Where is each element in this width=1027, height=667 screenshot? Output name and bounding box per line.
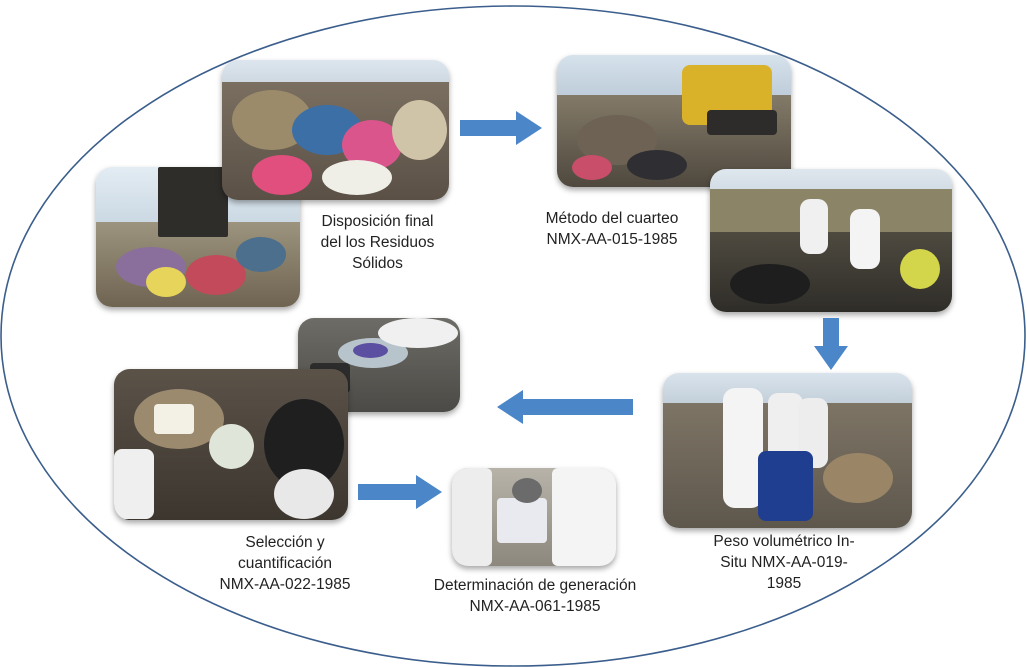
arrow-right-top bbox=[460, 111, 542, 145]
caption-cuarteo: Método del cuarteo NMX-AA-015-1985 bbox=[545, 210, 679, 248]
photo-workers-landfill bbox=[710, 169, 952, 312]
photo-bulldozer bbox=[557, 55, 791, 187]
arrow-right-bottom bbox=[358, 475, 442, 509]
caption-disposicion: Disposición final del los Residuos Sólid… bbox=[320, 213, 435, 272]
arrow-left-middle bbox=[497, 390, 633, 424]
photo-sorting bbox=[114, 369, 348, 520]
photo-recording bbox=[452, 468, 616, 566]
caption-seleccion: Selección y cuantificación NMX-AA-022-19… bbox=[219, 534, 351, 593]
photo-disposal-pile bbox=[222, 60, 449, 200]
caption-peso: Peso volumétrico In- Situ NMX-AA-019- 19… bbox=[713, 533, 855, 592]
arrow-down-right bbox=[814, 318, 848, 370]
photo-drum-weighing bbox=[663, 373, 912, 528]
photo-disposal-truck bbox=[96, 167, 300, 307]
caption-generacion: Determinación de generación NMX-AA-061-1… bbox=[433, 577, 637, 615]
